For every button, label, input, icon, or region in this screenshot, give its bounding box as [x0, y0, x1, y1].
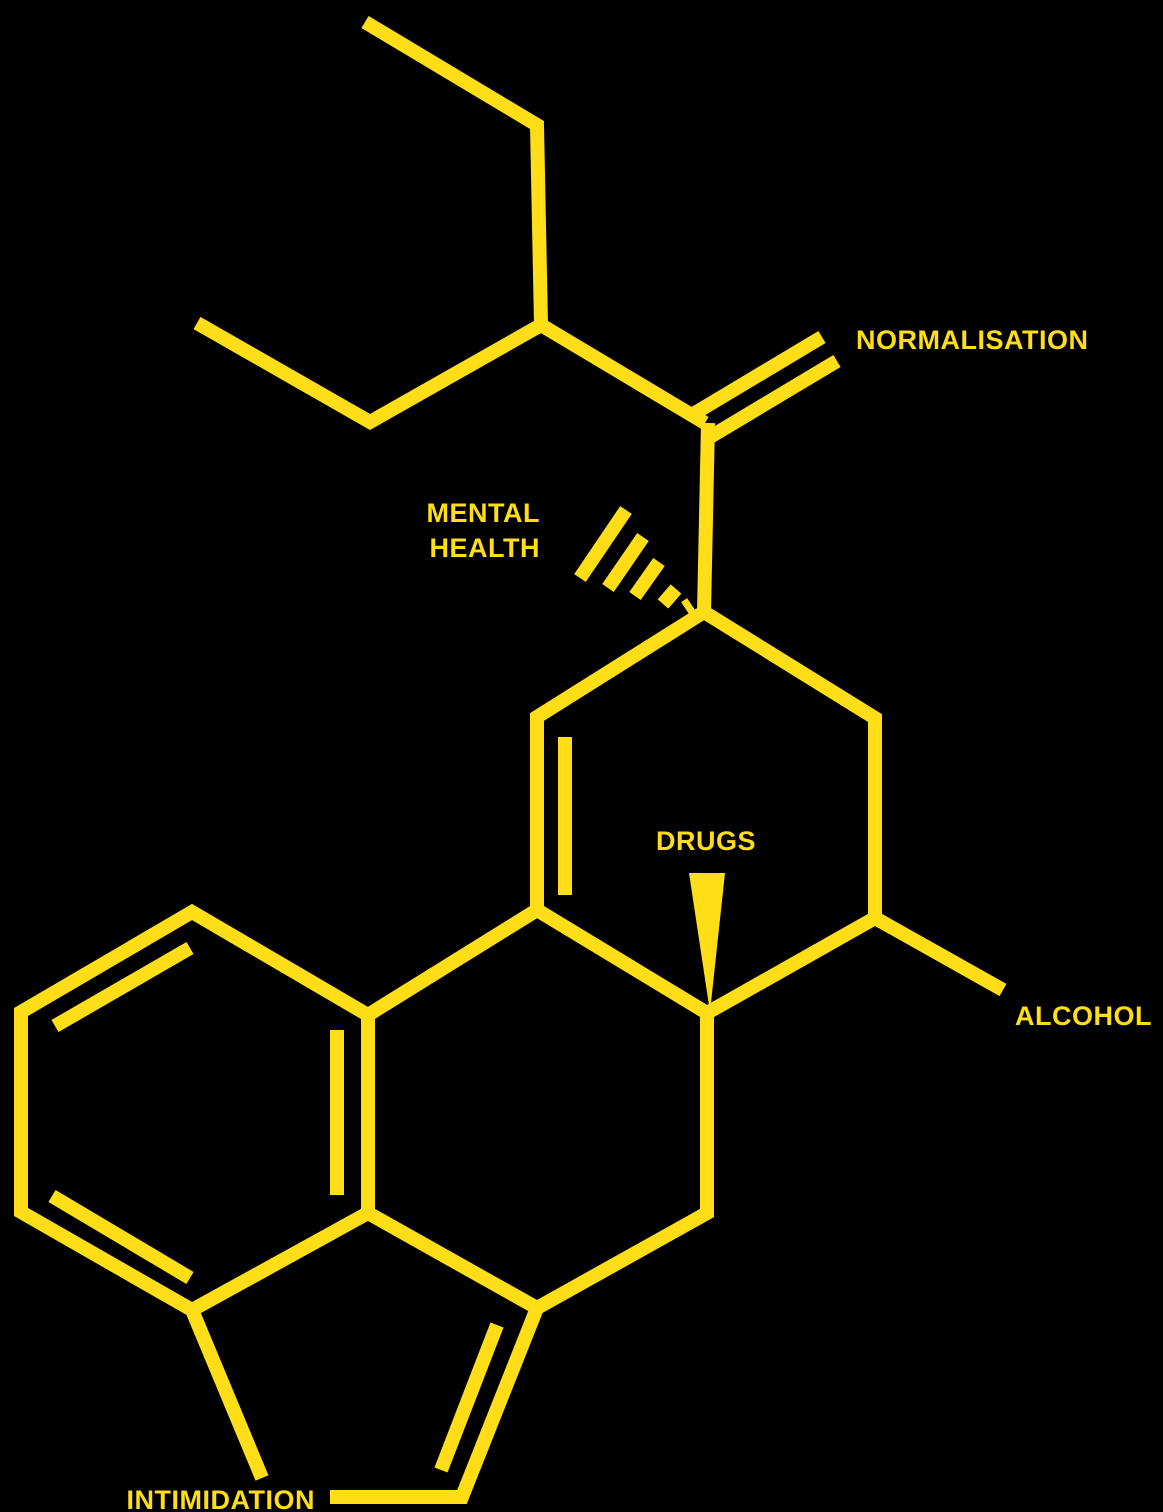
normalisation-double-bond-b — [701, 354, 841, 447]
drugs-solid-wedge — [689, 873, 725, 1012]
alcohol-bond — [871, 911, 1007, 997]
left-ring-bond — [14, 903, 372, 1319]
alcohol-label: ALCOHOL — [1015, 1001, 1152, 1031]
intimidation-label: INTIMIDATION — [127, 1485, 315, 1512]
mental-health-hashed-wedge — [574, 506, 695, 614]
left-ring-inner-double-bottom — [48, 1189, 194, 1285]
hash-line-4 — [657, 584, 682, 609]
normalisation-label: NORMALISATION — [856, 325, 1088, 355]
mental-health-label-line1: MENTAL — [427, 498, 540, 528]
hash-line-5 — [681, 598, 695, 614]
hash-line-3 — [629, 557, 665, 601]
bottom-ring-inner-double — [434, 1322, 504, 1473]
bottom-ring-bond-right — [330, 1305, 544, 1504]
chain-to-ring-bond — [697, 422, 715, 613]
hash-line-1 — [574, 506, 632, 582]
middle-ring-bond — [361, 904, 714, 1317]
bottom-ring-bond — [185, 1307, 269, 1481]
mental-health-label-line2: HEALTH — [430, 533, 541, 563]
left-chain-bond — [193, 316, 545, 431]
normalisation-double-bond-a — [686, 330, 826, 423]
molecule-bonds — [14, 15, 1007, 1504]
drugs-label: DRUGS — [656, 826, 756, 856]
top-chain-bond — [361, 15, 709, 430]
hash-line-2 — [602, 533, 649, 592]
left-ring-inner-double-top — [51, 941, 194, 1033]
